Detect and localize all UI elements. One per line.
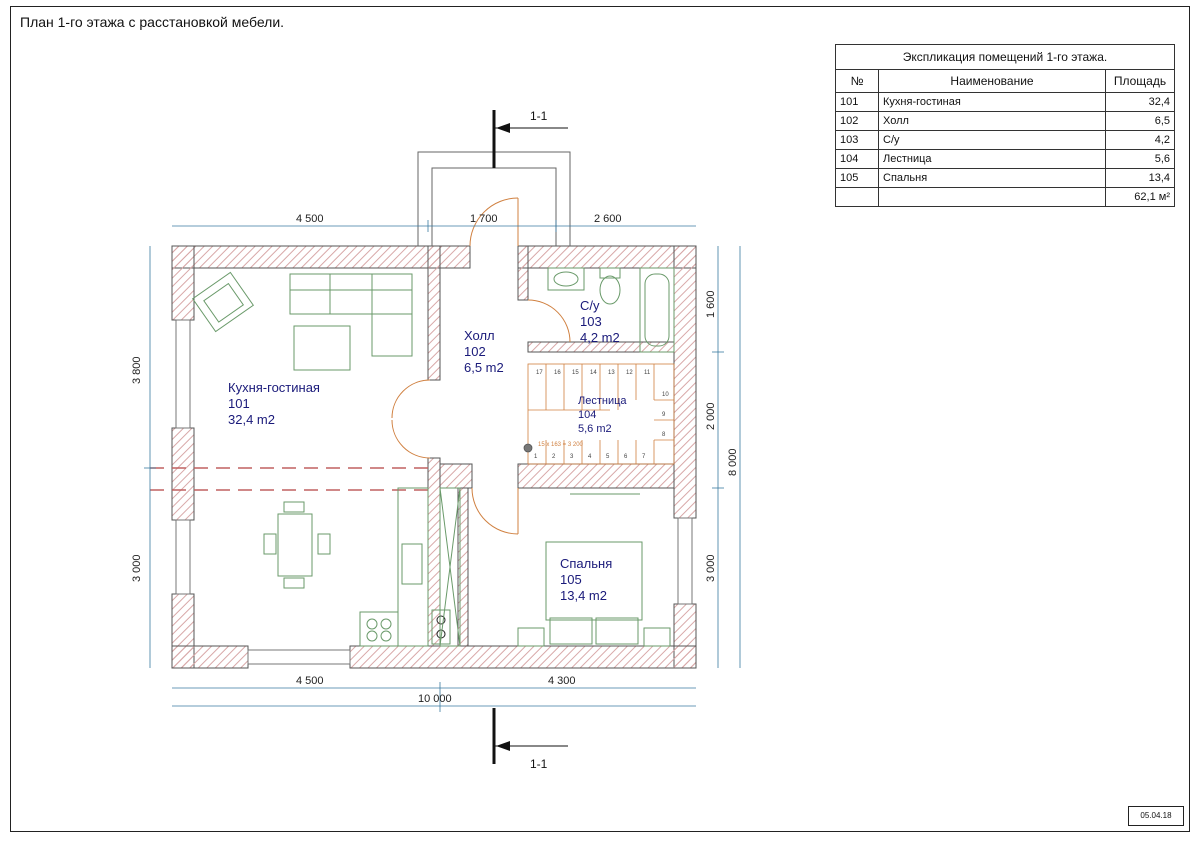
dimension-lines (144, 220, 741, 712)
dim-overall: 10 000 (418, 693, 452, 705)
svg-text:103: 103 (580, 314, 602, 329)
stair-step-number: 10 (662, 392, 669, 398)
sofa-icon (289, 273, 413, 357)
dim-bottom-1: 4 500 (296, 675, 324, 687)
stair-step-number: 17 (536, 370, 543, 376)
svg-text:Лестница: Лестница (578, 395, 627, 407)
svg-text:101: 101 (228, 396, 250, 411)
svg-text:Холл: Холл (464, 328, 495, 343)
kitchen-counter-icon (359, 487, 429, 647)
exterior-walls (171, 245, 697, 669)
room-label-hall: Холл 102 6,5 m2 (464, 328, 504, 375)
bed-icon (517, 541, 671, 647)
dim-top-1: 4 500 (296, 213, 324, 225)
windows (175, 319, 693, 665)
svg-text:4,2 m2: 4,2 m2 (580, 330, 620, 345)
room-label-bedroom: Спальня 105 13,4 m2 (560, 556, 612, 603)
section-cut-bottom: 1-1 (492, 708, 568, 771)
coffee-table-icon (293, 325, 351, 371)
table-row: 102 Холл 6,5 (835, 111, 1175, 131)
svg-text:1-1: 1-1 (530, 109, 548, 123)
room-label-wc: С/у 103 4,2 m2 (580, 298, 620, 345)
page-title: План 1-го этажа с расстановкой мебели. (20, 14, 285, 30)
stair-step-number: 14 (590, 370, 597, 376)
dim-right-1: 1 600 (705, 290, 717, 318)
svg-text:13,4 m2: 13,4 m2 (560, 588, 607, 603)
stair-step-number: 9 (662, 412, 666, 418)
dim-top-3: 2 600 (594, 213, 622, 225)
stair-note: 15 x 163 = 3 200 (538, 442, 584, 448)
table-row: 103 С/у 4,2 (835, 130, 1175, 150)
stair-step-number: 15 (572, 370, 579, 376)
svg-text:104: 104 (578, 409, 596, 421)
bathtub-icon (639, 267, 675, 353)
dim-right-overall: 8 000 (727, 448, 739, 476)
stair-step-number: 13 (608, 370, 615, 376)
stair-step-number: 2 (552, 454, 556, 460)
date-stamp: 05.04.18 (1128, 806, 1184, 826)
dim-left-2: 3 000 (131, 554, 143, 582)
col-area: Площадь (1105, 69, 1175, 93)
dim-right-3: 3 000 (705, 554, 717, 582)
explication-table: Экспликация помещений 1-го этажа. № Наим… (835, 44, 1175, 207)
drawing-frame (10, 6, 1190, 832)
stair-step-number: 16 (554, 370, 561, 376)
stair-step-number: 5 (606, 454, 610, 460)
stair-step-number: 4 (588, 454, 592, 460)
svg-text:Кухня-гостиная: Кухня-гостиная (228, 380, 320, 395)
beam-line (150, 467, 430, 491)
sink-icon (547, 267, 585, 291)
svg-text:102: 102 (464, 344, 486, 359)
wardrobe-icon (439, 487, 461, 647)
doors (391, 197, 571, 535)
toilet-icon (599, 267, 621, 305)
interior-walls (427, 245, 675, 647)
room-label-kitchen: Кухня-гостиная 101 32,4 m2 (228, 380, 320, 427)
svg-text:32,4 m2: 32,4 m2 (228, 412, 275, 427)
armchair-icon (191, 271, 255, 333)
svg-text:Спальня: Спальня (560, 556, 612, 571)
svg-text:6,5 m2: 6,5 m2 (464, 360, 504, 375)
furniture (191, 267, 675, 647)
stair-step-number: 12 (626, 370, 633, 376)
dim-right-2: 2 000 (705, 402, 717, 430)
dim-left-1: 3 800 (131, 356, 143, 384)
stair-step-number: 3 (570, 454, 574, 460)
staircase (523, 363, 675, 465)
svg-text:5,6 m2: 5,6 m2 (578, 423, 612, 435)
dim-top-2: 1 700 (470, 213, 498, 225)
svg-text:С/у: С/у (580, 298, 600, 313)
stair-step-number: 8 (662, 432, 666, 438)
stair-step-number: 7 (642, 454, 646, 460)
dining-table-icon (263, 501, 331, 589)
section-cut-top: 1-1 (492, 109, 568, 168)
total-area: 62,1 м² (1105, 187, 1175, 207)
stair-step-number: 1 (534, 454, 538, 460)
table-row: 104 Лестница 5,6 (835, 149, 1175, 169)
stair-step-number: 11 (644, 370, 651, 376)
room-label-stairs: Лестница 104 5,6 m2 (578, 395, 627, 435)
dim-bottom-2: 4 300 (548, 675, 576, 687)
stair-step-number: 6 (624, 454, 628, 460)
svg-text:1-1: 1-1 (530, 757, 548, 771)
svg-text:105: 105 (560, 572, 582, 587)
table-total-row: 62,1 м² (835, 187, 1175, 207)
